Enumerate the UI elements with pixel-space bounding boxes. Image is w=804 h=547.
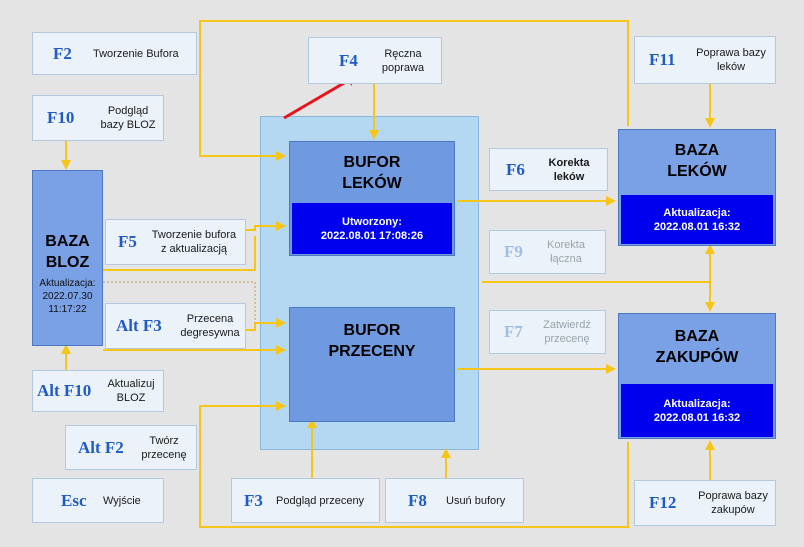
f2-label: Tworzenie Bufora — [93, 47, 179, 60]
baza-lekow-status: Aktualizacja:2022.08.01 16:32 — [621, 195, 773, 244]
f11-key: F11 — [649, 50, 676, 69]
f2-button[interactable]: F2 Tworzenie Bufora — [32, 32, 197, 75]
line-f5-bufor — [246, 221, 286, 231]
f5-key: F5 — [118, 232, 137, 251]
line-bottom-loop — [199, 401, 629, 528]
alt-f2-key: Alt F2 — [78, 437, 124, 457]
line-dotted-bloz-przecena — [103, 281, 256, 323]
esc-button[interactable]: Esc Wyjście — [32, 478, 164, 523]
f8-key: F8 — [408, 490, 427, 510]
f9-key: F9 — [504, 242, 523, 261]
alt-f10-key: Alt F10 — [37, 381, 92, 400]
line-top-loop — [199, 20, 629, 161]
f6-key: F6 — [506, 159, 525, 179]
f4-key: F4 — [339, 50, 358, 70]
f3-key: F3 — [244, 490, 263, 510]
bufor-lekow-status: Utworzony:2022.08.01 17:08:26 — [292, 203, 452, 254]
f3-label: Podgląd przeceny — [276, 494, 365, 507]
f12-key: F12 — [649, 493, 677, 512]
f7-key: F7 — [504, 322, 523, 341]
f3-button[interactable]: F3 Podgląd przeceny — [231, 478, 380, 523]
line-altf3-przecena — [246, 318, 286, 331]
esc-label: Wyjście — [103, 494, 141, 507]
f8-label: Usuń bufory — [446, 494, 506, 507]
line-bloz-bufor — [103, 236, 256, 271]
f10-key: F10 — [47, 108, 75, 127]
baza-zakupow-status: Aktualizacja:2022.08.01 16:32 — [621, 384, 773, 437]
alt-f3-key: Alt F3 — [116, 316, 162, 335]
f8-button[interactable]: F8 Usuń bufory — [385, 478, 524, 523]
f2-key: F2 — [53, 43, 72, 63]
esc-key: Esc — [61, 490, 87, 510]
